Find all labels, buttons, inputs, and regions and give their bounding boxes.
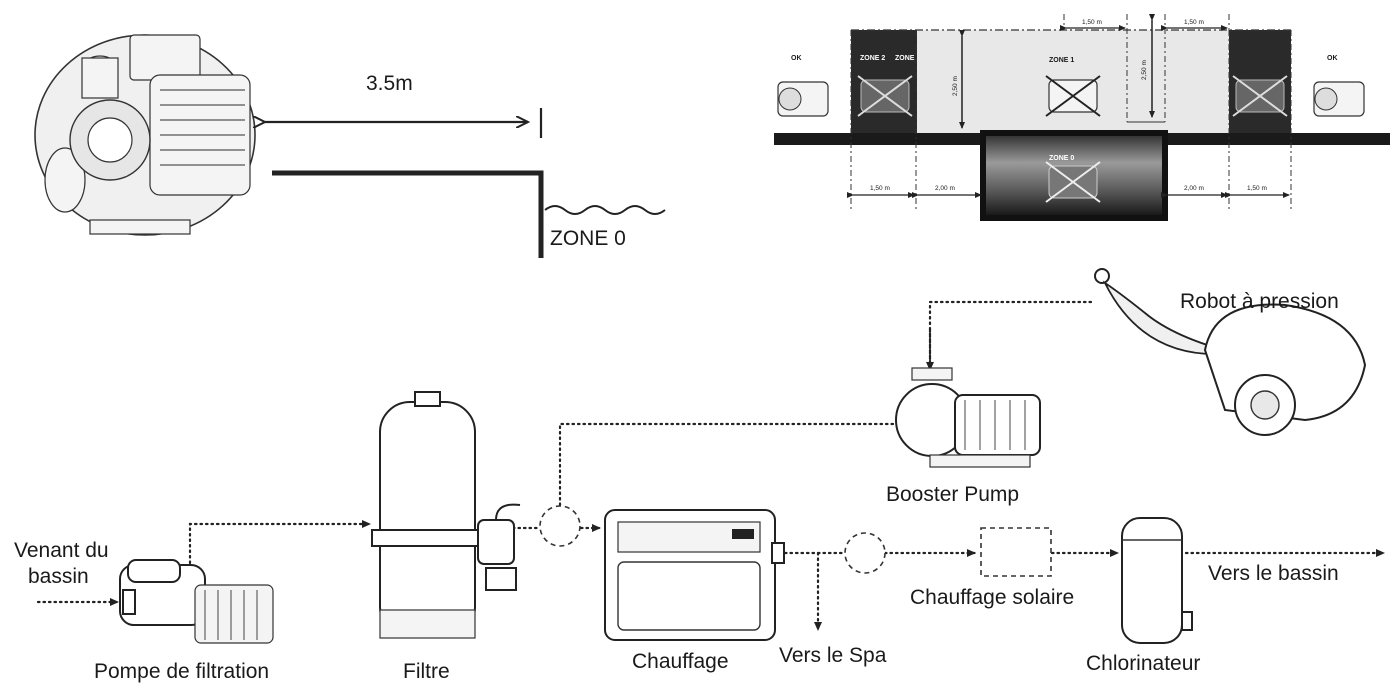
valve-circle-2 [844, 532, 886, 574]
label-vers-bassin: Vers le bassin [1208, 562, 1339, 585]
solar-heating-box [980, 527, 1052, 577]
filter-icon [371, 391, 521, 639]
dim-150-top-right: 1,50 m [1184, 19, 1204, 26]
zone-0-label-right: ZONE 0 [1049, 155, 1074, 162]
forbidden-pump-zone0-icon [1045, 161, 1101, 203]
label-booster-pump: Booster Pump [886, 483, 1019, 506]
pool-edge-section: ZONE 0 [272, 170, 666, 258]
label-robot-pression: Robot à pression [1180, 290, 1339, 313]
dim-150-top-left: 1,50 m [1082, 19, 1102, 26]
dim-250-vertical-right: 2,50 m [1141, 60, 1148, 80]
zone-diagram: 2,50 m 2,50 m 1,50 m 1,50 m 1,50 m 2,00 … [774, 14, 1390, 221]
zone-2-label: ZONE 2 [860, 55, 885, 62]
zone-0-label-left: ZONE 0 [550, 227, 626, 250]
flow-lines [36, 300, 1386, 632]
booster-pump-icon [895, 367, 1041, 468]
zone-label-partial: ZONE [895, 55, 915, 62]
dim-200-left: 2,00 m [935, 185, 955, 192]
label-venant-line2: bassin [28, 565, 89, 588]
ok-pump-right-icon [1313, 81, 1365, 117]
ok-pump-left-icon [777, 81, 829, 117]
dim-200-right: 2,00 m [1184, 185, 1204, 192]
zone-1-label: ZONE 1 [1049, 57, 1074, 64]
label-chauffage: Chauffage [632, 650, 729, 673]
chlorinator-icon [1121, 517, 1193, 644]
label-filtre: Filtre [403, 660, 450, 683]
distance-label: 3.5m [366, 72, 413, 95]
large-pump-illustration [34, 34, 256, 236]
dim-150-left: 1,50 m [870, 185, 890, 192]
label-chlorinateur: Chlorinateur [1086, 652, 1200, 675]
label-pompe-filtration: Pompe de filtration [94, 660, 269, 683]
forbidden-pump-zone2-right-icon [1232, 75, 1288, 117]
ok-label-right: OK [1327, 55, 1338, 62]
label-vers-spa: Vers le Spa [779, 644, 887, 667]
label-venant-line1: Venant du [14, 539, 109, 562]
heater-icon [604, 509, 785, 641]
dim-250-vertical: 2,50 m [952, 76, 959, 96]
ok-label-left: OK [791, 55, 802, 62]
filtration-pump-icon [119, 559, 274, 644]
forbidden-pump-zone2-left-icon [857, 75, 913, 117]
label-chauffage-solaire: Chauffage solaire [910, 586, 1074, 609]
distance-dimension: 3.5m [265, 72, 543, 138]
forbidden-pump-zone1-icon [1045, 75, 1101, 117]
circuit-labels: Venant du bassin Pompe de filtration Fil… [14, 290, 1339, 683]
valve-circle-1 [539, 505, 581, 547]
pressure-robot-icon [1094, 268, 1367, 436]
dim-150-right: 1,50 m [1247, 185, 1267, 192]
